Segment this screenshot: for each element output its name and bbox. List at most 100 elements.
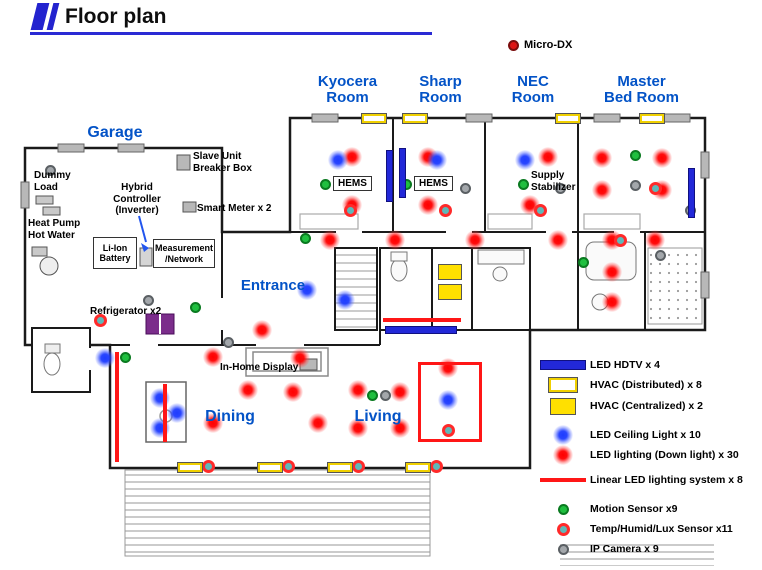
line-legend-icon — [540, 478, 586, 482]
led-ceiling-light-marker — [515, 150, 535, 170]
temp-humid-lux-sensor-marker — [201, 459, 215, 473]
led-downlight-marker — [548, 230, 568, 250]
room-label-master: Master Bed Room — [604, 73, 679, 107]
hvac-distributed-marker — [640, 114, 664, 123]
led-ceiling-light-marker — [167, 403, 187, 423]
motion-sensor-marker — [517, 178, 529, 190]
micro-dx-icon — [508, 39, 519, 51]
hvac-centralized-marker — [438, 264, 462, 280]
linear-led-marker — [418, 362, 482, 442]
micro-dx-label: Micro-DX — [524, 39, 573, 51]
slave-breaker-box-icon — [176, 154, 191, 171]
temp-humid-lux-sensor-marker — [351, 459, 365, 473]
tatami-room — [647, 247, 703, 325]
micro-dx-key: Micro-DX — [508, 39, 572, 51]
led-downlight-marker — [348, 418, 368, 438]
temp-humid-lux-sensor-marker — [648, 181, 662, 195]
led-downlight-marker — [538, 147, 558, 167]
legend-item-blue: LED Ceiling Light x 10 — [536, 425, 762, 445]
led-downlight-marker — [390, 382, 410, 402]
led-downlight-marker — [418, 195, 438, 215]
closets — [299, 213, 641, 230]
legend-item-tv: LED HDTV x 4 — [536, 355, 762, 375]
legend-swatch-cell — [536, 445, 590, 465]
temp-humid-lux-sensor-marker — [281, 459, 295, 473]
motion-sensor-marker — [577, 256, 589, 268]
temp-humid-lux-sensor-marker — [343, 203, 357, 217]
legend-swatch-cell — [536, 503, 590, 515]
measurement-network-box: Measurement /Network — [153, 239, 215, 268]
led-downlight-marker — [465, 230, 485, 250]
ip-camera-marker — [142, 294, 154, 306]
led-downlight-marker — [390, 418, 410, 438]
hvacd-legend-icon — [549, 378, 577, 392]
room-label-dining: Dining — [205, 408, 255, 425]
page-title: Floor plan — [65, 4, 167, 28]
motion-sensor-marker — [366, 389, 378, 401]
room-label-nec: NEC Room — [511, 73, 555, 107]
motion-sensor-marker — [299, 232, 311, 244]
green-legend-icon — [557, 503, 569, 515]
led-downlight-marker — [592, 148, 612, 168]
legend-label: LED lighting (Down light) x 30 — [590, 449, 739, 461]
legend-label: Temp/Humid/Lux Sensor x11 — [590, 523, 733, 535]
ip-camera-marker — [654, 249, 666, 261]
side-deck — [560, 540, 714, 566]
wood-deck — [124, 469, 431, 557]
legend-item-red: LED lighting (Down light) x 30 — [536, 445, 762, 465]
legend-item-temp: Temp/Humid/Lux Sensor x11 — [536, 519, 762, 539]
room-label-sharp: Sharp Room — [419, 73, 462, 107]
linear-led-marker — [383, 318, 461, 322]
led-downlight-marker — [308, 413, 328, 433]
legend-label: IP Camera x 9 — [590, 543, 659, 555]
temp-humid-lux-sensor-marker — [441, 423, 455, 437]
hvac-distributed-marker — [178, 463, 202, 472]
led-ceiling-light-marker — [297, 280, 317, 300]
annex-room — [31, 327, 92, 393]
led-downlight-marker — [348, 380, 368, 400]
led-downlight-marker — [203, 413, 223, 433]
led-downlight-marker — [238, 380, 258, 400]
blue-legend-icon — [553, 425, 573, 445]
hvac-distributed-marker — [403, 114, 427, 123]
led-ceiling-light-marker — [150, 388, 170, 408]
legend-item-hvacd: HVAC (Distributed) x 8 — [536, 375, 762, 395]
legend-label: HVAC (Distributed) x 8 — [590, 379, 702, 391]
led-downlight-marker — [645, 230, 665, 250]
led-hdtv-marker — [688, 168, 695, 218]
hvac-distributed-marker — [362, 114, 386, 123]
hybrid-controller-arrow — [138, 215, 147, 243]
temp-humid-lux-sensor-marker — [613, 233, 627, 247]
led-ceiling-light-marker — [328, 150, 348, 170]
led-hdtv-marker — [385, 326, 457, 334]
temp-humid-lux-sensor-marker — [533, 203, 547, 217]
hems-box-sharp: HEMS — [414, 176, 453, 192]
led-downlight-marker — [592, 180, 612, 200]
led-downlight-marker — [252, 320, 272, 340]
led-downlight-marker — [602, 262, 622, 282]
led-downlight-marker — [283, 382, 303, 402]
led-downlight-marker — [602, 292, 622, 312]
led-downlight-marker — [320, 230, 340, 250]
gray-legend-icon — [557, 543, 569, 555]
hvac-distributed-marker — [406, 463, 430, 472]
title-underline — [30, 32, 432, 35]
legend-swatch-cell — [536, 378, 590, 392]
legend-swatch-cell — [536, 360, 590, 370]
label-slave-unit-breaker-box: Slave Unit Breaker Box — [193, 151, 252, 174]
linear-led-marker — [115, 352, 119, 462]
motion-sensor-marker — [629, 149, 641, 161]
legend-label: LED HDTV x 4 — [590, 359, 661, 371]
entrance-steps — [245, 347, 329, 377]
ip-camera-marker — [44, 164, 56, 176]
led-ceiling-light-marker — [150, 418, 170, 438]
hvac-distributed-marker — [328, 463, 352, 472]
ip-camera-marker — [459, 182, 471, 194]
room-label-garage: Garage — [87, 124, 143, 141]
ip-camera-marker — [629, 179, 641, 191]
slide-header: Floor plan — [30, 3, 167, 30]
staircase — [334, 247, 378, 331]
smart-meter-icon — [182, 201, 197, 213]
